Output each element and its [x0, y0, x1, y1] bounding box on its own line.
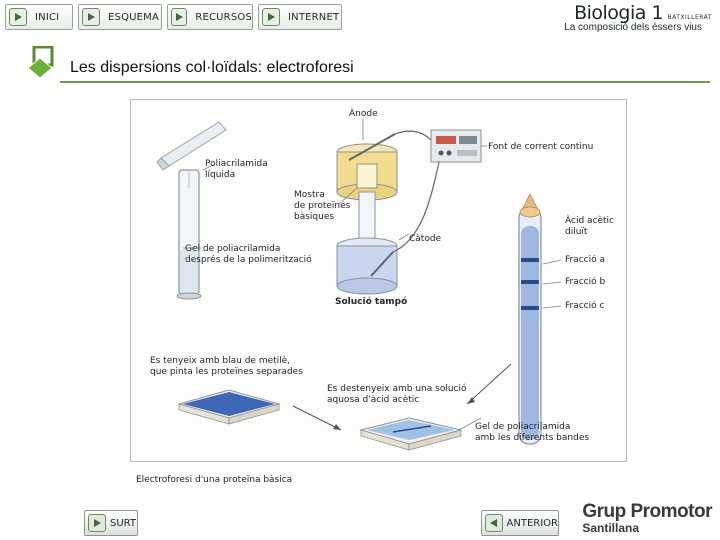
nav-label: INICI: [35, 11, 60, 23]
label-anode: Ànode: [349, 109, 378, 119]
exit-button[interactable]: SURT: [84, 510, 138, 536]
label-cathode: Càtode: [409, 234, 442, 244]
label-liquid-acrylamide-1: Poliacrilamida: [205, 159, 268, 169]
label-fraction-b: Fracció b: [565, 277, 606, 287]
publisher-logo: Grup Promotor Santillana: [582, 501, 712, 535]
label-sample-1: Mostra: [294, 190, 325, 200]
previous-label: ANTERIOR: [506, 517, 558, 529]
play-icon: [88, 514, 106, 532]
label-liquid-acrylamide-2: líquida: [205, 170, 236, 180]
page-title: Les dispersions col·loïdals: electrofore…: [70, 59, 354, 76]
nav-button-recursos[interactable]: RECURSOS: [167, 4, 253, 30]
nav-button-internet[interactable]: INTERNET: [258, 4, 342, 30]
brand-caption: La composició dels éssers vius: [564, 22, 702, 33]
exit-label: SURT: [110, 517, 136, 529]
label-gel-1: Gel de poliacrilamida: [185, 244, 281, 254]
nav-button-inici[interactable]: INICI: [5, 4, 73, 30]
process-arrows: [292, 363, 512, 431]
label-stain-1: Es tenyeix amb blau de metilè,: [150, 356, 291, 366]
label-buffer: Solució tampó: [335, 297, 408, 307]
nav-label: RECURSOS: [195, 11, 252, 23]
label-bands-2: amb les diferents bandes: [475, 433, 590, 443]
label-gel-2: després de la polimerització: [185, 255, 312, 265]
pipette: [156, 121, 227, 171]
label-acid-1: Àcid acètic: [565, 216, 614, 226]
upper-buffer-chamber: [336, 133, 398, 201]
glass-tube-liquid: [176, 169, 202, 300]
section-icon: [27, 46, 54, 79]
nav-button-esquema[interactable]: ESQUEMA: [78, 4, 162, 30]
brand-title: Biologia 1: [574, 2, 664, 24]
label-power-source: Font de corrent continu: [488, 142, 594, 152]
label-bands-1: Gel de poliacrilamida: [475, 422, 571, 432]
nav-label: INTERNET: [288, 11, 340, 23]
figure-caption: Electroforesi d'una proteïna bàsica: [136, 475, 293, 485]
electrophoresis-figure: Ànode Font de corrent continu Poliacrila…: [130, 99, 627, 462]
destain-tray: [359, 417, 462, 451]
play-left-icon: [485, 514, 503, 532]
title-divider: [60, 81, 710, 83]
electrophoresis-illustration: [156, 118, 562, 451]
play-icon: [171, 8, 188, 26]
publisher-line-2: Santillana: [582, 521, 640, 535]
label-destain-1: Es destenyeix amb una solució: [327, 384, 467, 394]
label-acid-2: diluït: [565, 227, 588, 237]
power-supply: [430, 129, 482, 163]
lower-buffer-chamber: [336, 237, 398, 295]
label-destain-2: aquosa d'àcid acètic: [327, 395, 420, 405]
gel-column-bands: [518, 193, 542, 445]
play-icon: [262, 8, 280, 26]
label-sample-2: de proteïnes: [294, 201, 351, 211]
label-sample-3: bàsiques: [294, 212, 335, 222]
brand-header: Biologia 1 BATXILLERAT: [574, 2, 712, 24]
play-icon: [9, 8, 27, 26]
nav-label: ESQUEMA: [108, 11, 160, 23]
label-stain-2: que pinta les proteïnes separades: [150, 367, 303, 377]
previous-button[interactable]: ANTERIOR: [481, 510, 559, 536]
label-fraction-a: Fracció a: [565, 255, 606, 265]
label-fraction-c: Fracció c: [565, 301, 605, 311]
play-icon: [82, 8, 100, 26]
brand-subtitle: BATXILLERAT: [667, 14, 712, 21]
stain-tray: [177, 389, 281, 425]
publisher-line-1: Grup Promotor: [582, 501, 712, 522]
